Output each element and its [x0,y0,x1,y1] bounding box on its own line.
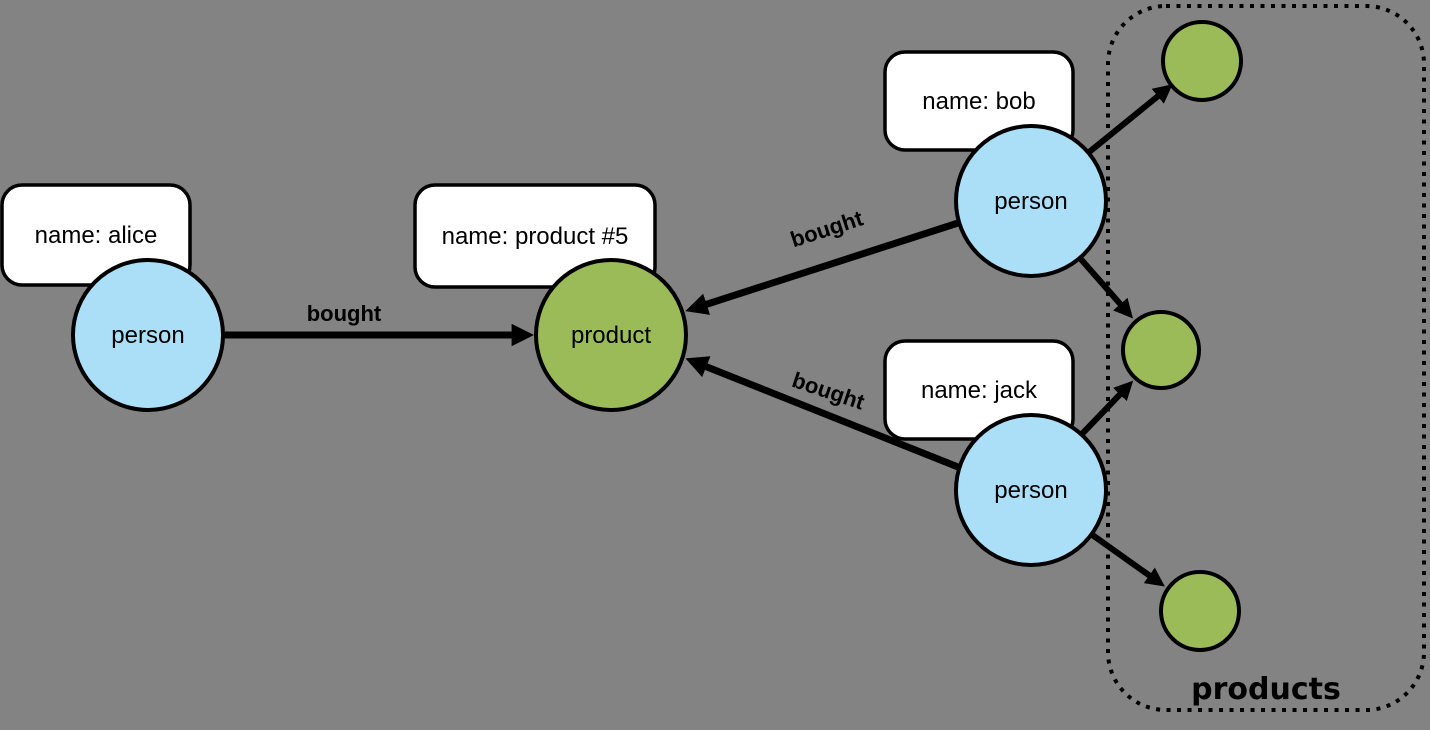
node-label-jack: person [994,477,1067,504]
edge-bob-bought-product [685,219,960,315]
node-label-product: product [571,322,651,349]
edge-label-bought-alice: bought [307,301,382,326]
edge-jack-product-middle [1078,380,1134,438]
nodes [71,20,1243,652]
product-node-small-top [1161,20,1243,102]
edge-jack-product-bottom [1089,531,1165,587]
edge-jack-bought-product [685,356,960,471]
products-group-label: products [1191,672,1341,707]
property-label-jack: name: jack [921,377,1038,404]
edge-bob-product-middle [1076,255,1133,319]
person-node-alice [71,258,225,412]
node-label-bob: person [994,188,1067,215]
property-label-alice: name: alice [35,222,158,249]
edges [223,84,1173,587]
node-label-alice: person [111,322,184,349]
person-node-jack [954,413,1108,567]
product-node-small-middle [1121,310,1201,390]
property-label-bob: name: bob [922,88,1035,115]
product-node-small-bottom [1159,570,1241,652]
products-group-border [1106,4,1426,712]
person-node-bob [954,124,1108,278]
edge-bob-product-top [1086,84,1173,156]
property-label-product: name: product #5 [442,223,629,250]
product-node [534,258,688,412]
